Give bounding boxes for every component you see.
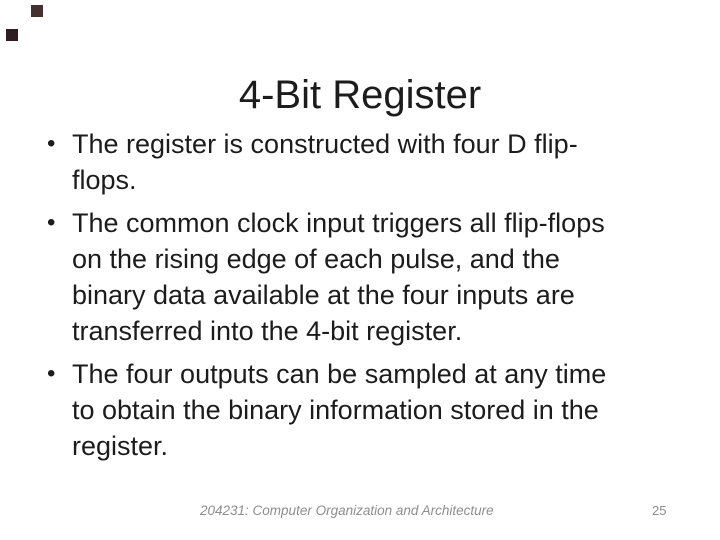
bullet-text: The four outputs can be sampled at any t… — [72, 359, 607, 461]
bullet-text: The common clock input triggers all flip… — [72, 208, 605, 346]
accent-square-icon — [31, 5, 43, 17]
bullet-item: • The four outputs can be sampled at any… — [47, 356, 707, 464]
bullet-list: • The register is constructed with four … — [47, 126, 707, 471]
bullet-marker-icon: • — [47, 130, 56, 157]
slide-title: 4-Bit Register — [238, 72, 482, 117]
bullet-marker-icon: • — [47, 209, 56, 236]
accent-square-icon — [6, 29, 18, 41]
bullet-item: • The register is constructed with four … — [47, 126, 707, 198]
bullet-marker-icon: • — [47, 360, 56, 387]
bullet-item: • The common clock input triggers all fl… — [47, 205, 707, 349]
footer-course-label: 204231: Computer Organization and Archit… — [200, 503, 494, 518]
bullet-text: The register is constructed with four D … — [72, 129, 578, 195]
page-number: 25 — [652, 503, 667, 518]
